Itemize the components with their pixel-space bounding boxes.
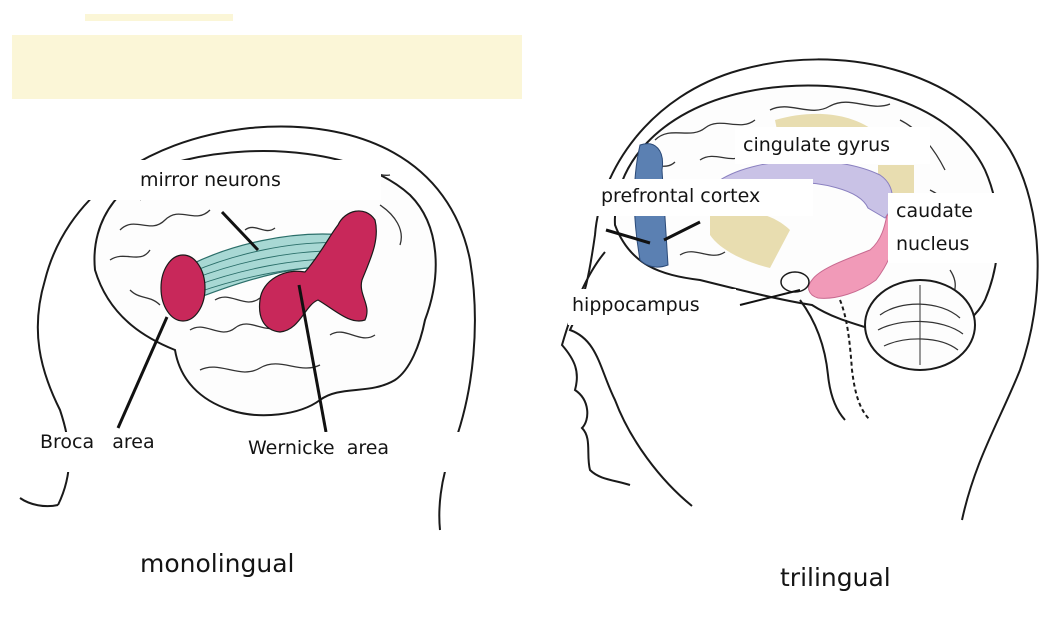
broca-area-region [161, 255, 205, 321]
trilingual-caption: trilingual [780, 565, 891, 590]
cingulate-gyrus-label: cingulate gyrus [743, 136, 890, 155]
wernicke-area-label: Wernicke area [248, 439, 389, 458]
left-head-chin [20, 498, 58, 506]
top-banner [12, 35, 522, 99]
hippocampus-label: hippocampus [572, 296, 700, 315]
caudate-label: caudate [896, 202, 973, 221]
mirror-neurons-label: mirror neurons [140, 171, 281, 190]
nucleus-label: nucleus [896, 235, 969, 254]
right-panel [562, 59, 1038, 520]
top-banner-strip [85, 14, 233, 21]
hippocampus-region [781, 272, 809, 292]
right-face-profile [562, 252, 630, 485]
cerebellum [865, 280, 975, 370]
prefrontal-cortex-label: prefrontal cortex [601, 187, 760, 206]
monolingual-caption: monolingual [140, 551, 295, 576]
broca-area-label: Broca area [40, 433, 155, 452]
